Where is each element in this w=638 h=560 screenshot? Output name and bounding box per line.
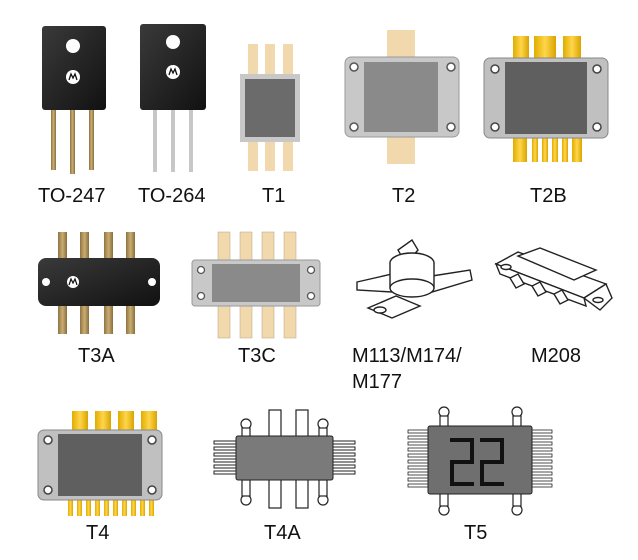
- label-m113-line2: M177: [352, 371, 403, 393]
- label-t4: T4: [86, 522, 110, 544]
- label-t2: T2: [392, 185, 416, 207]
- t4-package: [37, 411, 163, 516]
- label-t3c: T3C: [238, 345, 276, 367]
- to247-package: [42, 26, 106, 174]
- m208-package: [494, 247, 613, 311]
- label-t5: T5: [464, 522, 488, 544]
- label-m208: M208: [531, 345, 582, 367]
- t2-package: [344, 30, 460, 164]
- label-to264: TO-264: [138, 185, 206, 207]
- to264-package: [140, 24, 206, 172]
- label-t2b: T2B: [530, 185, 567, 207]
- label-m113-line1: M113/M174/: [352, 345, 462, 367]
- label-t4a: T4A: [264, 522, 301, 544]
- microchip-logo-icon: [66, 70, 80, 84]
- t1-package: [240, 44, 300, 171]
- t2b-package: [483, 36, 609, 162]
- t3c-package: [191, 231, 321, 339]
- label-to247: TO-247: [38, 185, 106, 207]
- t3a-package: [38, 232, 160, 334]
- label-t3a: T3A: [78, 345, 115, 367]
- label-t1: T1: [262, 185, 286, 207]
- m113-package: [356, 238, 473, 319]
- t5-package: [407, 406, 553, 516]
- t4a-package: [213, 409, 356, 509]
